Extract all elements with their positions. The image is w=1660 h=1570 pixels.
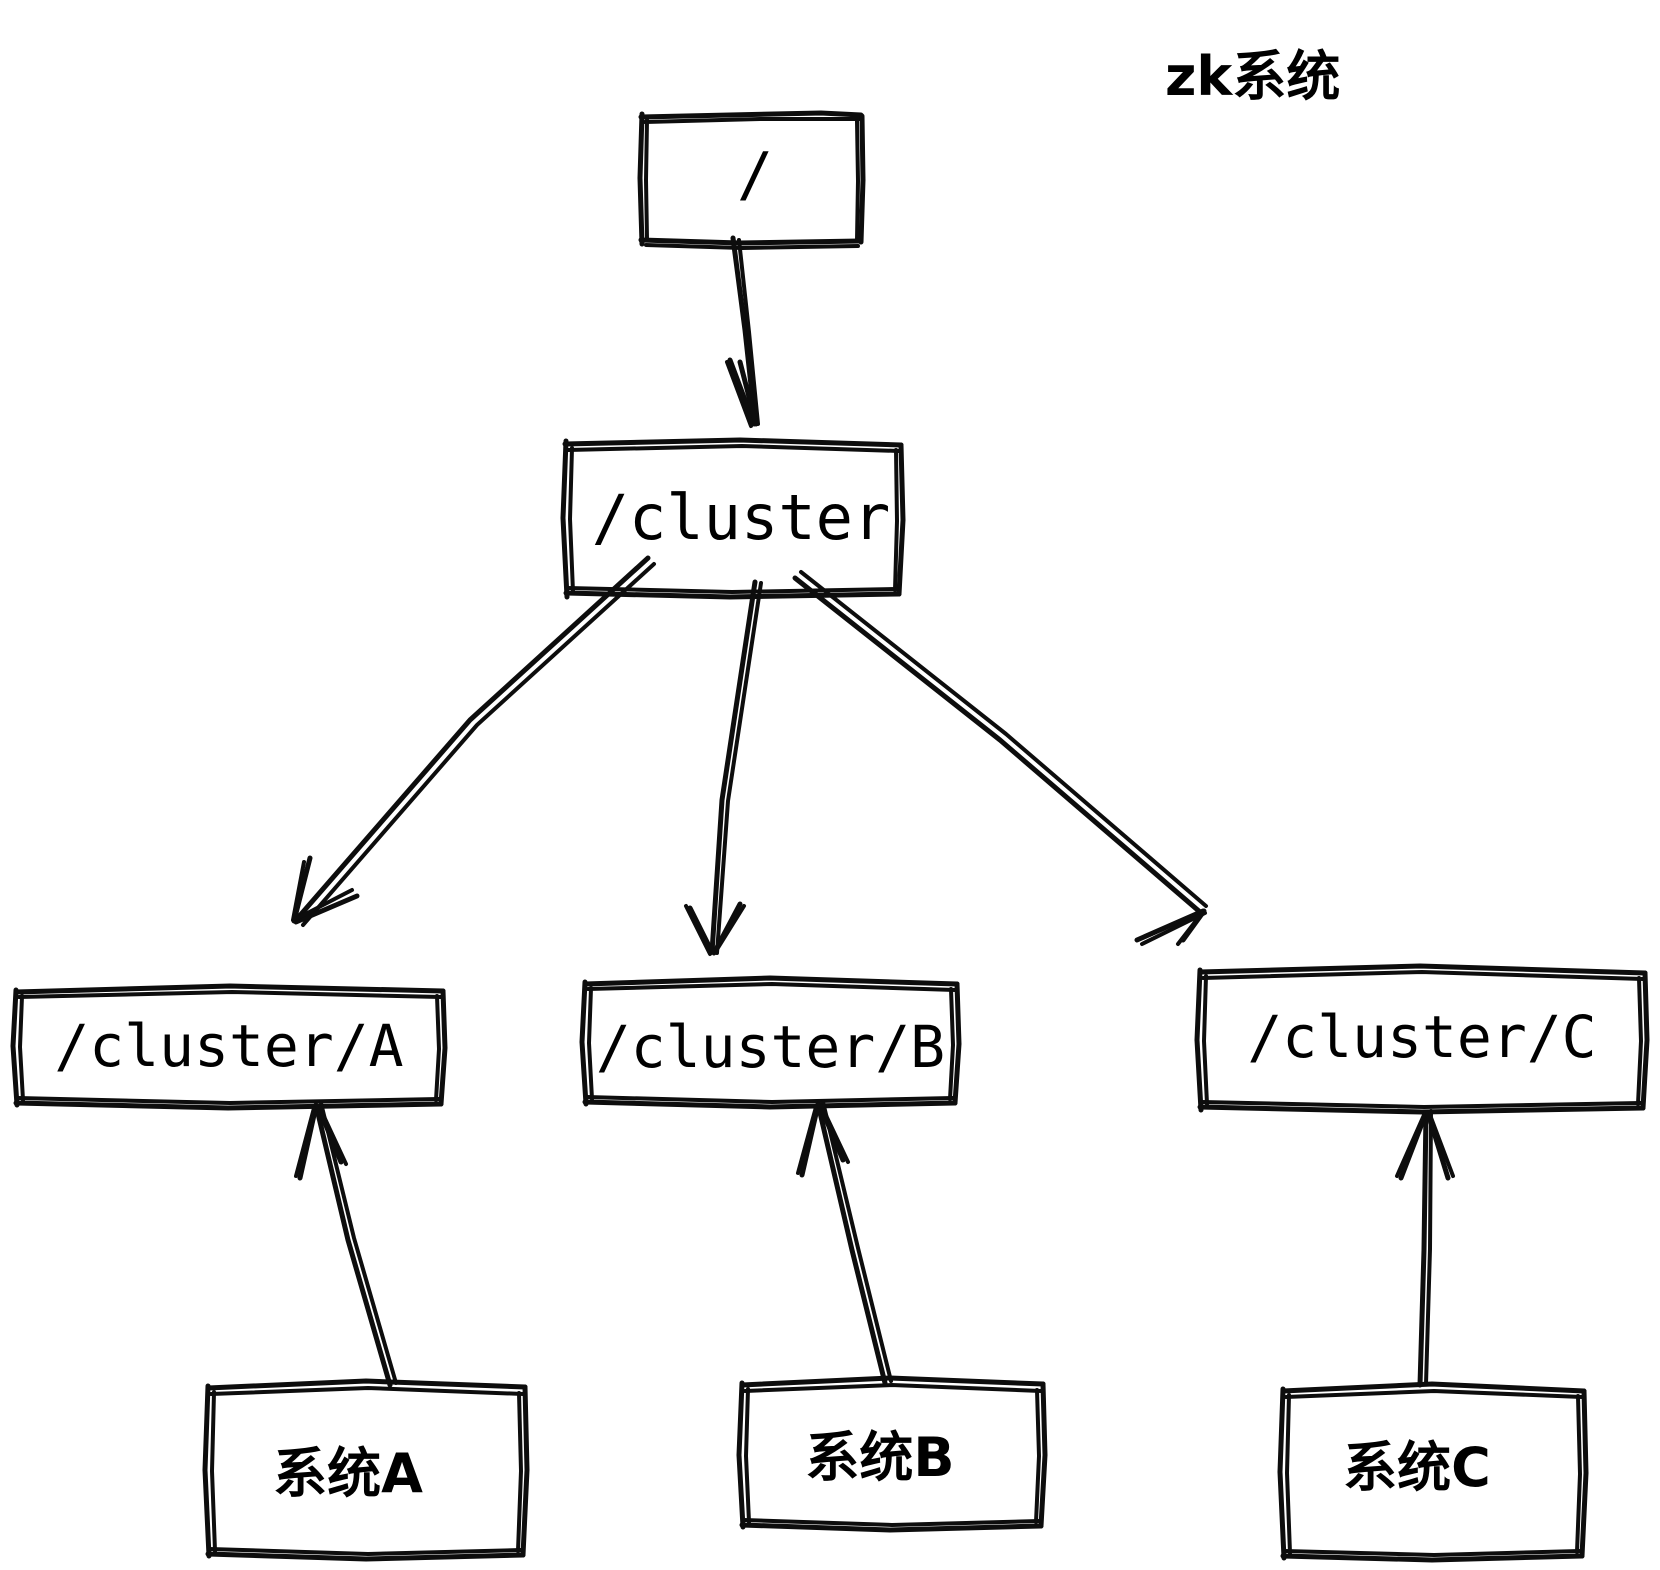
edge-cluster-to-cluster-a [291,555,656,927]
node-box-cluster-c[interactable] [1194,963,1650,1115]
node-box-root[interactable] [637,110,866,250]
edge-system-b-to-cluster-b [796,1100,893,1386]
node-box-cluster-b[interactable] [579,975,962,1110]
edge-cluster-to-cluster-b [684,579,763,956]
node-box-cluster-a[interactable] [10,983,448,1111]
node-box-cluster[interactable] [560,437,906,600]
edge-root-to-cluster [725,235,760,428]
node-box-system-c[interactable] [1277,1381,1589,1563]
node-box-system-a[interactable] [202,1378,530,1562]
edge-cluster-to-cluster-c [792,570,1208,946]
page-title: zk系统 [1165,45,1341,108]
node-box-system-b[interactable] [736,1375,1048,1533]
edge-system-a-to-cluster-a [294,1101,398,1388]
edge-system-c-to-cluster-c [1395,1109,1455,1388]
